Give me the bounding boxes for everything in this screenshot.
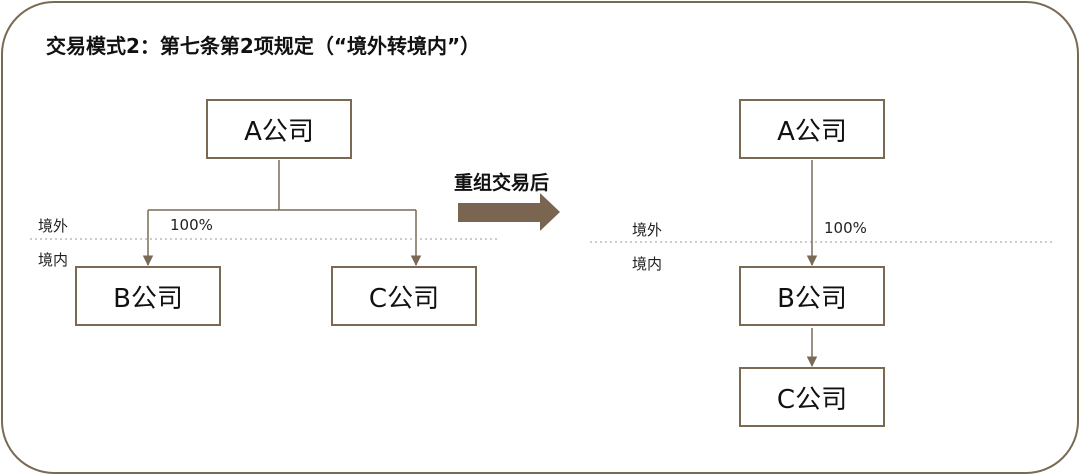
before-node-b: B公司 <box>75 266 221 326</box>
before-ownership-label: 100% <box>170 216 213 234</box>
before-domestic-label: 境内 <box>38 251 69 269</box>
before-node-a: A公司 <box>206 99 352 159</box>
after-ownership-label: 100% <box>824 219 867 237</box>
after-overseas-label: 境外 <box>632 221 663 239</box>
page-title: 交易模式2：第七条第2项规定（“境外转境内”） <box>46 34 481 58</box>
after-node-a: A公司 <box>739 99 885 159</box>
before-node-c: C公司 <box>331 266 477 326</box>
before-overseas-label: 境外 <box>38 217 69 235</box>
after-node-b: B公司 <box>739 266 885 326</box>
transition-label: 重组交易后 <box>454 172 550 194</box>
after-domestic-label: 境内 <box>632 255 663 273</box>
after-node-c: C公司 <box>739 367 885 427</box>
transition-arrow <box>458 193 560 231</box>
